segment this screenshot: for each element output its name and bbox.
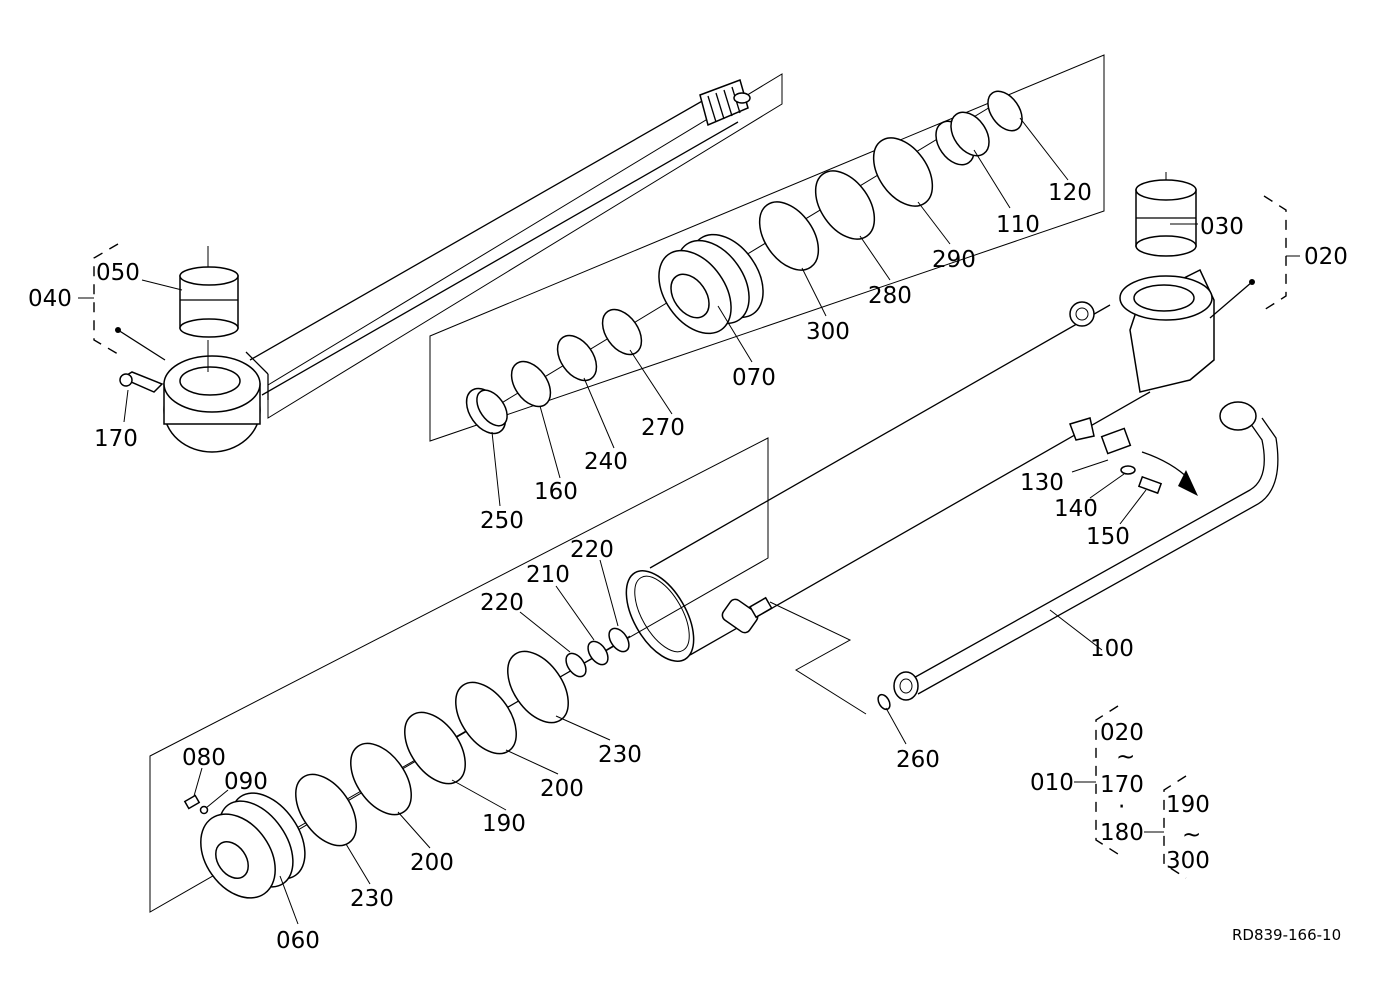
label-240: 240 xyxy=(584,449,628,475)
piston-060 xyxy=(200,792,306,899)
ring-120 xyxy=(987,90,1023,132)
label-280: 280 xyxy=(868,283,912,309)
part-labels: 040 050 170 120 110 290 280 300 030 020 … xyxy=(28,180,1348,954)
ring-220-outer xyxy=(608,627,630,653)
legend-range1-from: 020 xyxy=(1100,720,1144,746)
label-230-right: 230 xyxy=(598,742,642,768)
label-020: 020 xyxy=(1304,244,1348,270)
setscrew-080-ball-090 xyxy=(183,794,209,815)
label-150: 150 xyxy=(1086,524,1130,550)
leader-lines xyxy=(78,117,1300,925)
ring-270 xyxy=(601,308,643,356)
label-130: 130 xyxy=(1020,470,1064,496)
label-030: 030 xyxy=(1200,214,1244,240)
label-260: 260 xyxy=(896,747,940,773)
label-100: 100 xyxy=(1090,636,1134,662)
legend-range2-from: 190 xyxy=(1166,792,1210,818)
ring-210 xyxy=(587,640,609,666)
label-060: 060 xyxy=(276,928,320,954)
ring-190 xyxy=(404,711,466,785)
label-080: 080 xyxy=(182,745,226,771)
label-140: 140 xyxy=(1054,496,1098,522)
ring-240 xyxy=(556,334,598,382)
ring-200-left xyxy=(350,742,412,816)
reference-code: RD839-166-10 xyxy=(1232,926,1341,944)
legend-assembly: 010 xyxy=(1030,770,1074,796)
label-190: 190 xyxy=(482,811,526,837)
label-160: 160 xyxy=(534,479,578,505)
ring-300 xyxy=(758,201,820,271)
clamp-130-140-150 xyxy=(1069,417,1163,495)
label-200-right: 200 xyxy=(540,776,584,802)
cylinder-tube xyxy=(625,268,1215,662)
legend-kit: 180 xyxy=(1100,820,1144,846)
legend-separator: · xyxy=(1118,794,1125,820)
elbow-fitting xyxy=(721,596,773,634)
legend-range1-to: 170 xyxy=(1100,772,1144,798)
bushing-110 xyxy=(935,111,990,166)
ring-290 xyxy=(872,137,934,207)
label-120: 120 xyxy=(1048,180,1092,206)
pipe-connector xyxy=(769,601,867,715)
label-300: 300 xyxy=(806,319,850,345)
rod-eye xyxy=(163,351,269,453)
pipe-100 xyxy=(893,401,1279,701)
wiper-250 xyxy=(465,387,508,435)
grease-nipple-170 xyxy=(119,371,164,393)
label-040: 040 xyxy=(28,286,72,312)
tube-bushing-030 xyxy=(1135,172,1197,257)
label-270: 270 xyxy=(641,415,685,441)
oring-260 xyxy=(877,693,891,711)
ring-160 xyxy=(510,360,552,408)
label-110: 110 xyxy=(996,212,1040,238)
label-070: 070 xyxy=(732,365,776,391)
assembly-legend: 010 020 ~ 170 · 180 190 ~ 300 xyxy=(1030,705,1210,879)
label-220-mid: 220 xyxy=(480,590,524,616)
legend-tilde-1: ~ xyxy=(1116,744,1135,770)
ring-220-inner xyxy=(565,652,587,678)
label-230-left: 230 xyxy=(350,886,394,912)
ring-280 xyxy=(814,170,876,240)
rod-eye-bushing xyxy=(179,246,239,372)
label-050: 050 xyxy=(96,260,140,286)
bracket-040 xyxy=(93,243,166,361)
label-220-top: 220 xyxy=(570,537,614,563)
ring-230-right xyxy=(507,650,569,724)
piston-rod xyxy=(249,73,783,419)
label-290: 290 xyxy=(932,247,976,273)
label-200-left: 200 xyxy=(410,850,454,876)
bracket-020 xyxy=(1209,195,1287,319)
gland-070 xyxy=(658,233,764,335)
label-250: 250 xyxy=(480,508,524,534)
label-090: 090 xyxy=(224,769,268,795)
legend-range2-to: 300 xyxy=(1166,848,1210,874)
legend-tilde-2: ~ xyxy=(1182,822,1201,848)
ring-200-right xyxy=(455,681,517,755)
ring-230-left xyxy=(295,773,357,847)
label-170: 170 xyxy=(94,426,138,452)
label-210: 210 xyxy=(526,562,570,588)
rotation-arrow xyxy=(1141,451,1198,496)
